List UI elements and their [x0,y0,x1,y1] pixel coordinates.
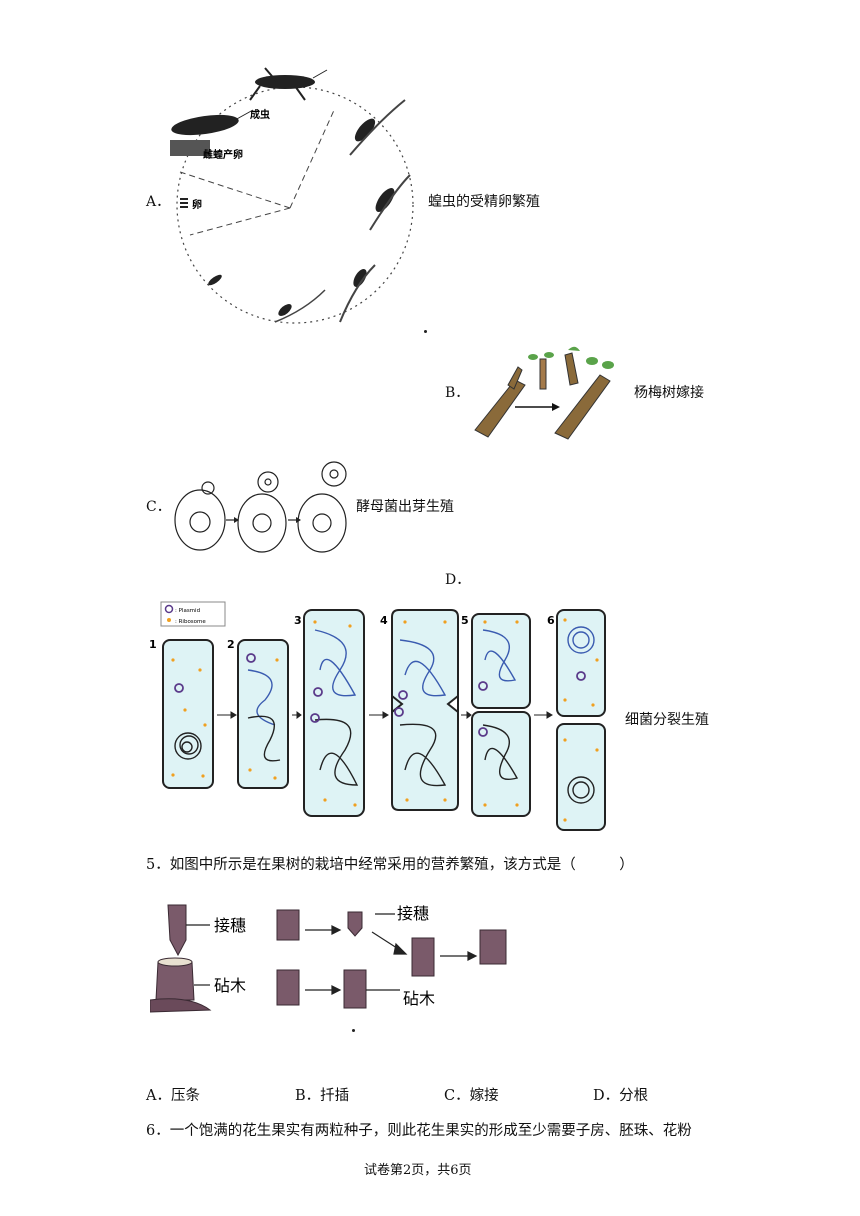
nymph-stages-icon [208,99,411,323]
label-scion-left: 接穗 [214,916,246,935]
adult-grasshopper-icon [249,67,328,101]
label-stock-right: 砧木 [403,989,435,1008]
bacteria-fission-diagram: : Plasmid : Ribosome 1 2 3 4 5 6 [149,601,606,831]
option-c-letter: C． [146,499,171,515]
stray-dot-2 [352,1029,355,1032]
yeast-budding-diagram [174,461,347,553]
label-stock-left: 砧木 [214,976,246,995]
step-1-label: 1 [149,638,157,651]
q5-choice-a[interactable]: A．压条 [146,1088,200,1104]
option-d-letter: D． [445,572,471,588]
option-b-letter: B． [445,385,470,401]
label-adult: 成虫 [250,108,270,121]
q5-choice-c[interactable]: C．嫁接 [444,1088,499,1104]
legend-plasmid: : Plasmid [175,608,200,614]
page-footer: 试卷第2页，共6页 [364,1163,472,1178]
label-egg: 卵 [192,198,202,211]
question-5-text: 5．如图中所示是在果树的栽培中经常采用的营养繁殖，该方式是（ ） [146,857,634,873]
legend-ribosome: : Ribosome [175,619,206,625]
option-a-letter: A． [146,194,171,210]
grafting-diagram [474,346,614,440]
option-b-caption: 杨梅树嫁接 [634,385,704,401]
question-6-text: 6．一个饱满的花生果实有两粒种子，则此花生果实的形成至少需要子房、胚珠、花粉 [146,1123,692,1139]
eggs-icon [180,198,188,208]
option-c-caption: 酵母菌出芽生殖 [356,499,454,515]
step-6-label: 6 [547,614,555,627]
option-d-caption: 细菌分裂生殖 [625,712,709,728]
option-a-caption: 蝗虫的受精卵繁殖 [428,194,540,210]
label-female: 雌蝗产卵 [203,148,243,161]
female-grasshopper-icon [170,109,254,156]
grafting-process-diagram: 接穗 砧木 接穗 砧木 [150,904,507,1013]
step-2-label: 2 [227,638,235,651]
q5-choice-d[interactable]: D．分根 [593,1088,649,1104]
stray-dot [424,330,427,333]
grasshopper-life-cycle-diagram: 成虫 雌蝗产卵 卵 [170,67,414,324]
step-5-label: 5 [461,614,469,627]
step-3-label: 3 [294,614,302,627]
step-4-label: 4 [380,614,388,627]
label-scion-right: 接穗 [397,904,429,923]
q5-choice-b[interactable]: B．扦插 [295,1088,350,1104]
